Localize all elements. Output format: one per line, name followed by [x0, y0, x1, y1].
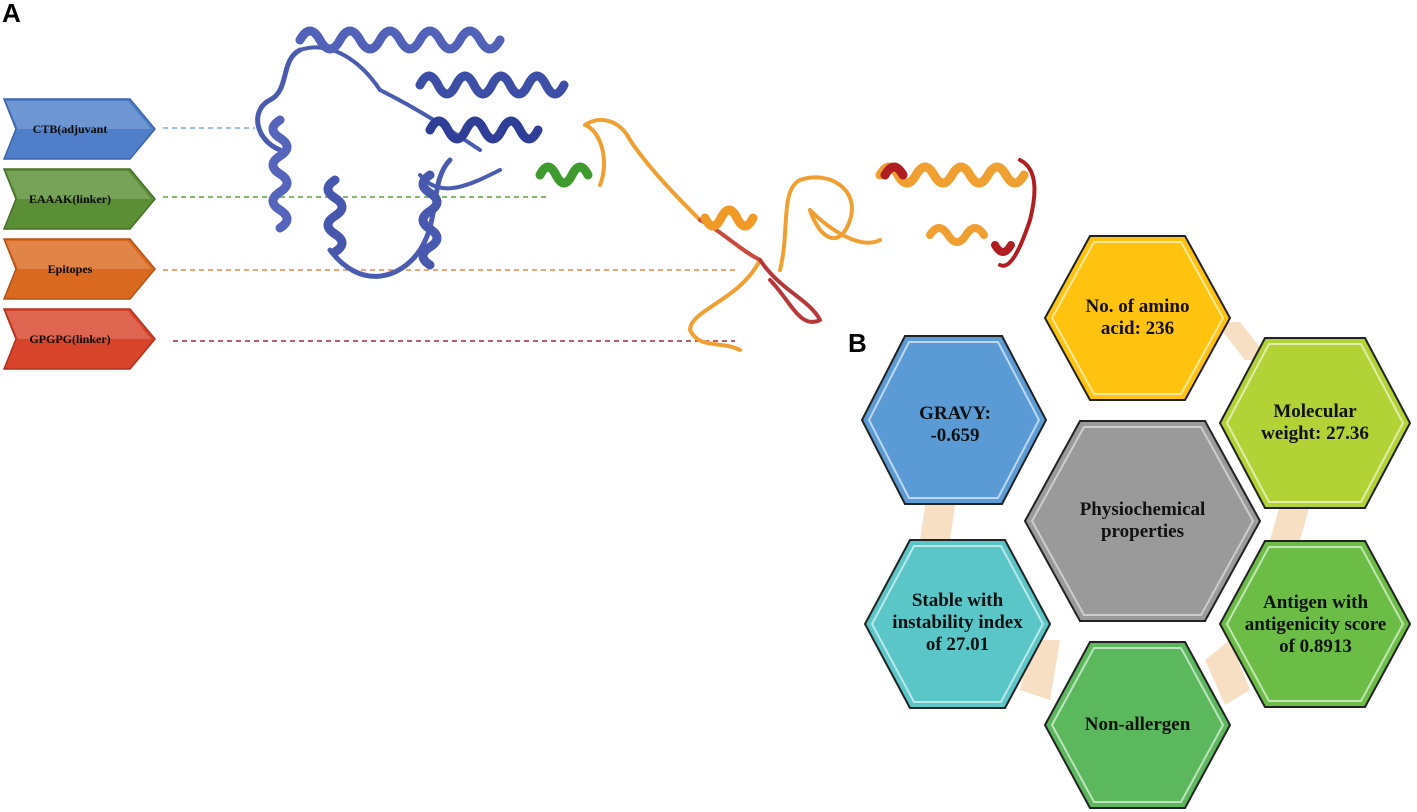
- hex-label-center: Physiochemical properties: [1079, 499, 1206, 542]
- hex-label-stable: Stable with instability index of 27.01: [892, 590, 1023, 655]
- hex-label-amino: No. of amino acid: 236: [1085, 296, 1190, 339]
- legend-label-epitopes: Epitopes: [47, 261, 93, 276]
- hex-center: [1023, 420, 1262, 622]
- hex-amino: [1043, 235, 1232, 401]
- legend-item-gpgpg: GPGPG(linker): [2, 307, 156, 371]
- legend-item-ctb: CTB(adjuvant: [2, 97, 156, 161]
- hex-gravy: [860, 335, 1048, 505]
- eaaak-helix: [535, 162, 593, 188]
- panel-label-b: B: [848, 328, 867, 358]
- ctb-domain: [255, 26, 569, 279]
- legend-label-eaaak: EAAAK(linker): [29, 191, 111, 206]
- legend-item-epitopes: Epitopes: [2, 237, 156, 301]
- hex-stable: [863, 539, 1052, 709]
- legend-label-gpgpg: GPGPG(linker): [29, 331, 111, 346]
- hex-weight: [1218, 337, 1412, 509]
- hex-antigen: [1218, 540, 1412, 708]
- hex-label-antigen: Antigen with antigenicity score of 0.891…: [1244, 592, 1387, 657]
- hex-label-gravy: GRAVY: -0.659: [919, 403, 991, 446]
- hex-connectors: [920, 322, 1310, 705]
- epitope-chain: [583, 118, 1037, 352]
- legend-label-ctb: CTB(adjuvant: [32, 121, 108, 136]
- panel-label-a: A: [2, 0, 21, 28]
- hex-allergen: [1043, 641, 1232, 809]
- legend-item-eaaak: EAAAK(linker): [2, 167, 156, 231]
- hex-label-weight: Molecular weight: 27.36: [1261, 401, 1369, 444]
- hex-label-allergen: Non-allergen: [1084, 714, 1191, 735]
